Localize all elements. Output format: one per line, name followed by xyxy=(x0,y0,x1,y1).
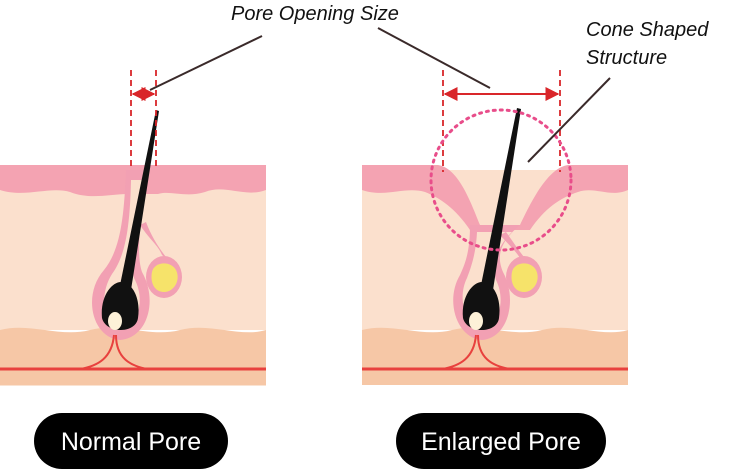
pore-size-leader-right xyxy=(377,27,491,89)
enlarged-gland-duct xyxy=(500,232,528,262)
enlarged-hair-shaft xyxy=(480,108,521,290)
enlarged-sebaceous-gland xyxy=(511,263,538,292)
enlarged-subcutis-layer xyxy=(362,327,628,385)
normal-pore-illustration xyxy=(0,110,266,386)
cone-structure-highlight-circle xyxy=(429,108,573,252)
cone-shaped-label-line1: Cone Shaped xyxy=(586,19,709,41)
cone-shaped-label-line2: Structure xyxy=(586,47,667,69)
normal-gland-duct xyxy=(140,222,170,262)
enlarged-papilla xyxy=(469,312,483,330)
enlarged-pore-size-marker xyxy=(442,70,561,172)
normal-pore-label: Normal Pore xyxy=(61,428,201,456)
enlarged-pore-illustration xyxy=(362,108,628,385)
enlarged-pore-pill: Enlarged Pore xyxy=(396,413,606,469)
pore-size-leader-left xyxy=(149,35,263,91)
normal-pore-pill: Normal Pore xyxy=(34,413,228,469)
enlarged-epidermis-layer xyxy=(362,165,628,230)
normal-subcutis-layer xyxy=(0,327,266,385)
normal-hair-shaft xyxy=(119,110,159,290)
enlarged-pore-label: Enlarged Pore xyxy=(421,428,581,456)
normal-pore-size-marker xyxy=(130,70,157,170)
normal-papilla xyxy=(108,312,122,330)
cone-structure-leader xyxy=(527,77,611,163)
normal-sebaceous-gland xyxy=(151,263,178,292)
normal-epidermis-layer xyxy=(0,165,266,197)
pore-opening-size-label: Pore Opening Size xyxy=(231,3,399,25)
